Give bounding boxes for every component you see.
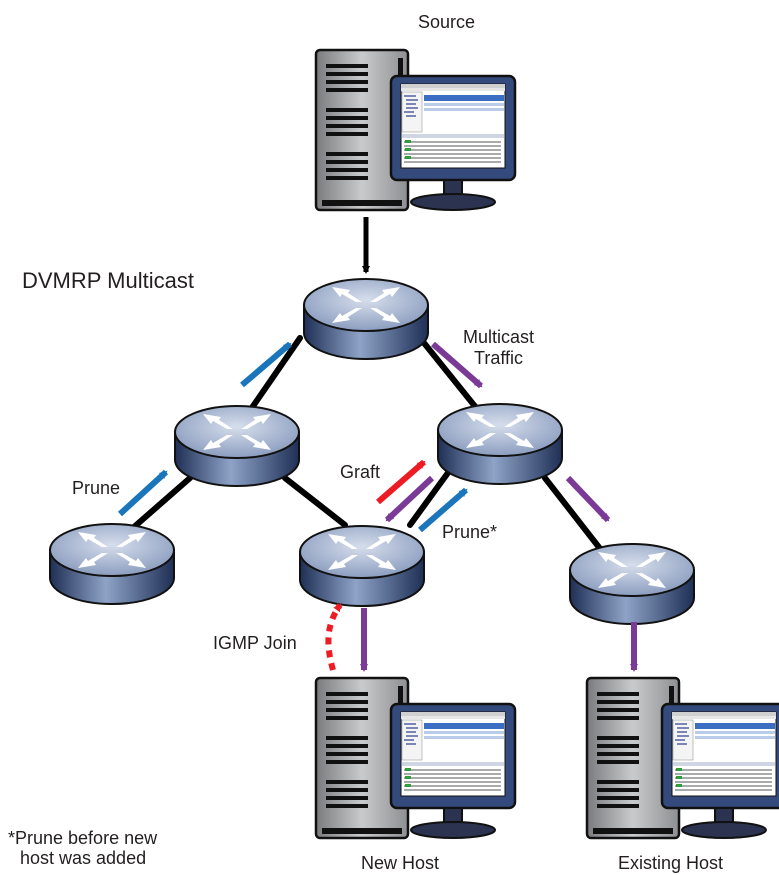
prune-arrow-center-to-right [418, 487, 468, 533]
multicast-traffic-label-line2: Traffic [474, 348, 524, 368]
existing-host-computer [585, 676, 779, 840]
graft-arrow [376, 459, 426, 505]
link-right-center [407, 467, 453, 528]
router-left [174, 405, 300, 487]
traffic-arrow-right-to-center [384, 475, 435, 523]
router-far-left [49, 523, 175, 605]
traffic-arrow-right-to-farright [565, 475, 611, 523]
prune-arrow-left-to-top [240, 341, 292, 388]
new-host-label: New Host [361, 853, 440, 873]
prune-arrow-farleft-to-left [117, 469, 169, 517]
footnote-line1: *Prune before new [8, 828, 158, 848]
prune-star-label: Prune* [442, 522, 498, 542]
igmp-join-arrow [325, 603, 343, 671]
footnote-line2: host was added [20, 848, 147, 868]
router-far-right [569, 543, 695, 625]
diagram-title: DVMRP Multicast [22, 268, 194, 293]
source-label: Source [418, 12, 476, 32]
link-left-center [282, 475, 348, 528]
graft-label: Graft [340, 462, 381, 482]
new-host-computer [314, 676, 517, 840]
igmp-join-label: IGMP Join [213, 633, 297, 653]
multicast-traffic-label-line1: Multicast [463, 327, 535, 347]
existing-host-label: Existing Host [618, 853, 724, 873]
router-top [303, 278, 429, 360]
router-right [437, 403, 563, 485]
traffic-arrow-top-to-right [431, 341, 483, 389]
source-computer [314, 48, 517, 212]
prune-label: Prune [72, 478, 121, 498]
link-right-farright [542, 475, 608, 558]
router-center [299, 525, 425, 607]
